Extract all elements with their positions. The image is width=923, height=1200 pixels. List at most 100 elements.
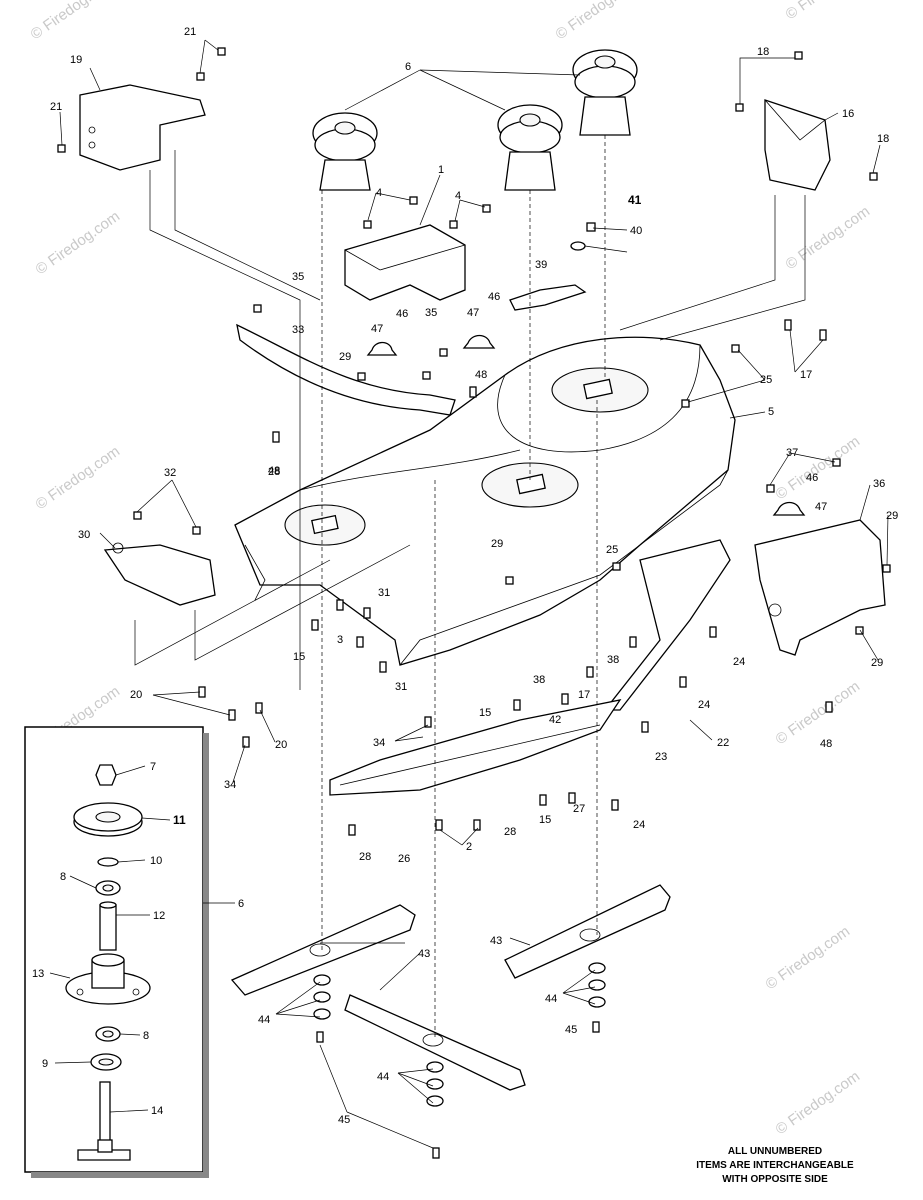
- callout-43: 43: [490, 935, 502, 947]
- callout-43: 43: [418, 948, 430, 960]
- leader-lines: [59, 39, 889, 1149]
- callout-33: 33: [292, 324, 304, 336]
- callout-48: 48: [475, 369, 487, 381]
- callout-24: 24: [698, 699, 710, 711]
- callout-17: 17: [578, 689, 590, 701]
- spindle-detail-inset: [24, 726, 235, 1178]
- callout-34: 34: [224, 779, 236, 791]
- callout-29: 29: [491, 538, 503, 550]
- callout-31: 31: [395, 681, 407, 693]
- callout-46: 46: [396, 308, 408, 320]
- callout-38: 38: [533, 674, 545, 686]
- callout-35: 35: [425, 307, 437, 319]
- watermark: © Firedog.com: [783, 0, 874, 23]
- watermark: © Firedog.com: [773, 678, 864, 748]
- callout-29: 29: [886, 510, 898, 522]
- note-line-2: ITEMS ARE INTERCHANGEABLE: [696, 1160, 854, 1171]
- callout-46: 46: [806, 472, 818, 484]
- callout-35: 35: [292, 271, 304, 283]
- callout-44: 44: [377, 1071, 389, 1083]
- callout-24: 24: [733, 656, 745, 668]
- callout-23: 23: [655, 751, 667, 763]
- link-bracket: [509, 284, 587, 311]
- callout-4: 4: [455, 190, 461, 202]
- left-side-bracket: [103, 542, 216, 606]
- callout-39: 39: [535, 259, 547, 271]
- callout-5: 5: [768, 406, 774, 418]
- callout-36: 36: [873, 478, 885, 490]
- callout-4: 4: [376, 187, 382, 199]
- note-line-3: WITH OPPOSITE SIDE: [722, 1174, 828, 1185]
- lower-baffle: [329, 699, 622, 796]
- callout-16: 16: [842, 108, 854, 120]
- callout-13: 13: [32, 968, 44, 980]
- callout-46: 46: [488, 291, 500, 303]
- callout-48: 48: [268, 465, 280, 477]
- callout-1: 1: [438, 164, 444, 176]
- callout-labels: 1 2 3 4 4 5 6 6 7 11 10 8 12 13 8 9 14 1…: [32, 26, 898, 1126]
- watermark: © Firedog.com: [553, 0, 644, 43]
- callout-21: 21: [184, 26, 196, 38]
- callout-3: 3: [337, 634, 343, 646]
- callout-14: 14: [151, 1105, 163, 1117]
- callout-24: 24: [633, 819, 645, 831]
- callout-15: 15: [293, 651, 305, 663]
- note-line-1: ALL UNNUMBERED: [727, 1146, 823, 1157]
- hose-clamps: [366, 334, 806, 516]
- callout-20: 20: [275, 739, 287, 751]
- callout-27: 27: [573, 803, 585, 815]
- callout-32: 32: [164, 467, 176, 479]
- callout-28: 28: [268, 466, 280, 478]
- callout-42: 42: [549, 714, 561, 726]
- deck-housing: [234, 336, 736, 666]
- blade-washers: [313, 962, 606, 1107]
- spindle-assembly-left: [312, 112, 378, 191]
- callout-37: 37: [786, 447, 798, 459]
- callout-20: 20: [130, 689, 142, 701]
- callout-10: 10: [150, 855, 162, 867]
- watermark: © Firedog.com: [773, 433, 864, 503]
- spindle-assembly-right: [572, 49, 638, 136]
- callout-48: 48: [820, 738, 832, 750]
- callout-19: 19: [70, 54, 82, 66]
- right-side-bracket: [754, 519, 886, 656]
- curved-bracket: [236, 323, 456, 416]
- callout-8: 8: [60, 871, 66, 883]
- callout-45: 45: [565, 1024, 577, 1036]
- watermark: © Firedog.com: [763, 923, 854, 993]
- hardware: [57, 47, 891, 1159]
- callout-25: 25: [760, 374, 772, 386]
- callout-29: 29: [871, 657, 883, 669]
- callout-2: 2: [466, 841, 472, 853]
- callout-21: 21: [50, 101, 62, 113]
- spindle-assembly-center: [497, 104, 563, 191]
- callout-12: 12: [153, 910, 165, 922]
- watermark: © Firedog.com: [773, 1068, 864, 1138]
- interchangeable-note: ALL UNNUMBERED ITEMS ARE INTERCHANGEABLE…: [660, 1145, 890, 1187]
- callout-45: 45: [338, 1114, 350, 1126]
- callout-44: 44: [258, 1014, 270, 1026]
- callout-31: 31: [378, 587, 390, 599]
- callout-9: 9: [42, 1058, 48, 1070]
- callout-28: 28: [359, 851, 371, 863]
- callout-28: 28: [504, 826, 516, 838]
- callout-8: 8: [143, 1030, 149, 1042]
- callout-34: 34: [373, 737, 385, 749]
- callout-41: 41: [628, 193, 642, 207]
- blades: [230, 884, 671, 1091]
- callout-6: 6: [238, 898, 244, 910]
- callout-15: 15: [479, 707, 491, 719]
- callout-26: 26: [398, 853, 410, 865]
- watermark: © Firedog.com: [28, 0, 119, 43]
- watermark: © Firedog.com: [783, 203, 874, 273]
- watermark: © Firedog.com: [33, 443, 124, 513]
- callout-11: 11: [173, 813, 186, 827]
- right-baffle: [603, 539, 731, 711]
- watermark: © Firedog.com: [33, 208, 124, 278]
- callout-30: 30: [78, 529, 90, 541]
- callout-15: 15: [539, 814, 551, 826]
- callout-7: 7: [150, 761, 156, 773]
- callout-18: 18: [757, 46, 769, 58]
- callout-47: 47: [371, 323, 383, 335]
